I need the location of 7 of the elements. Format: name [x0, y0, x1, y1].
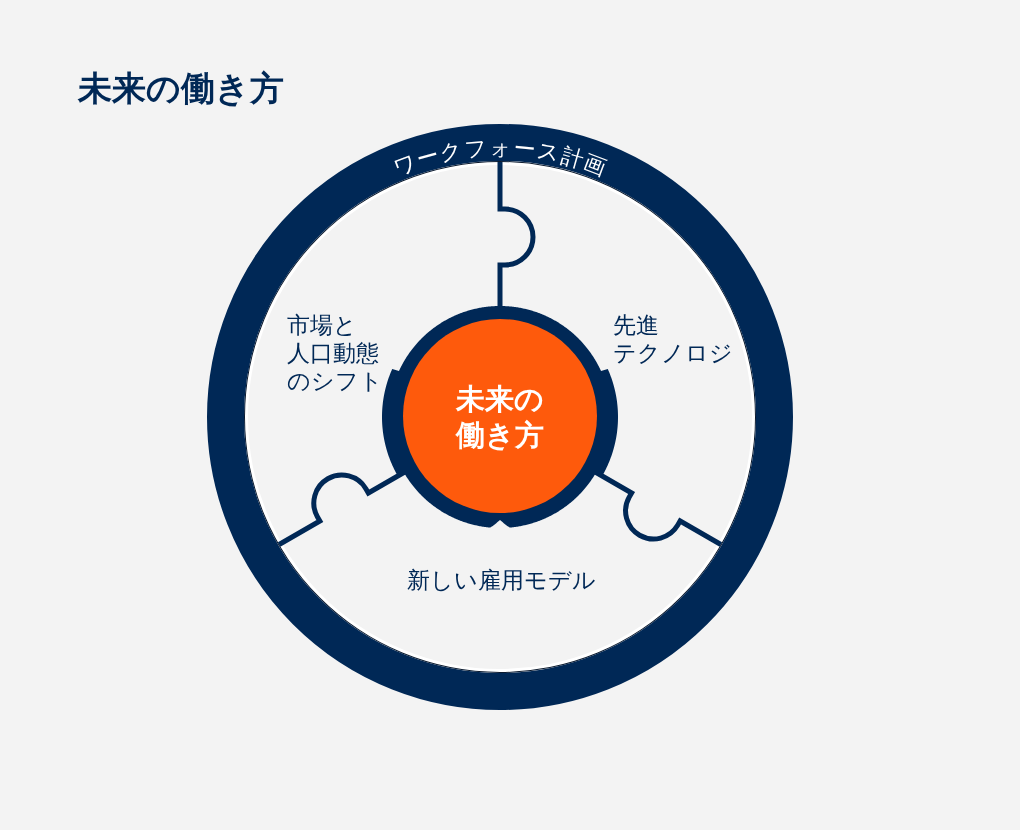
ring — [207, 124, 793, 710]
title: 未来の働き方 — [78, 68, 284, 108]
segment-label: 新しい雇用モデル — [406, 566, 596, 594]
segment-label: 市場と人口動態のシフト — [287, 311, 383, 395]
ring-label: ワークフォース計画 — [389, 134, 611, 181]
segment-label: 先進テクノロジ — [613, 311, 733, 367]
center-label: 未来の働き方 — [456, 381, 544, 453]
